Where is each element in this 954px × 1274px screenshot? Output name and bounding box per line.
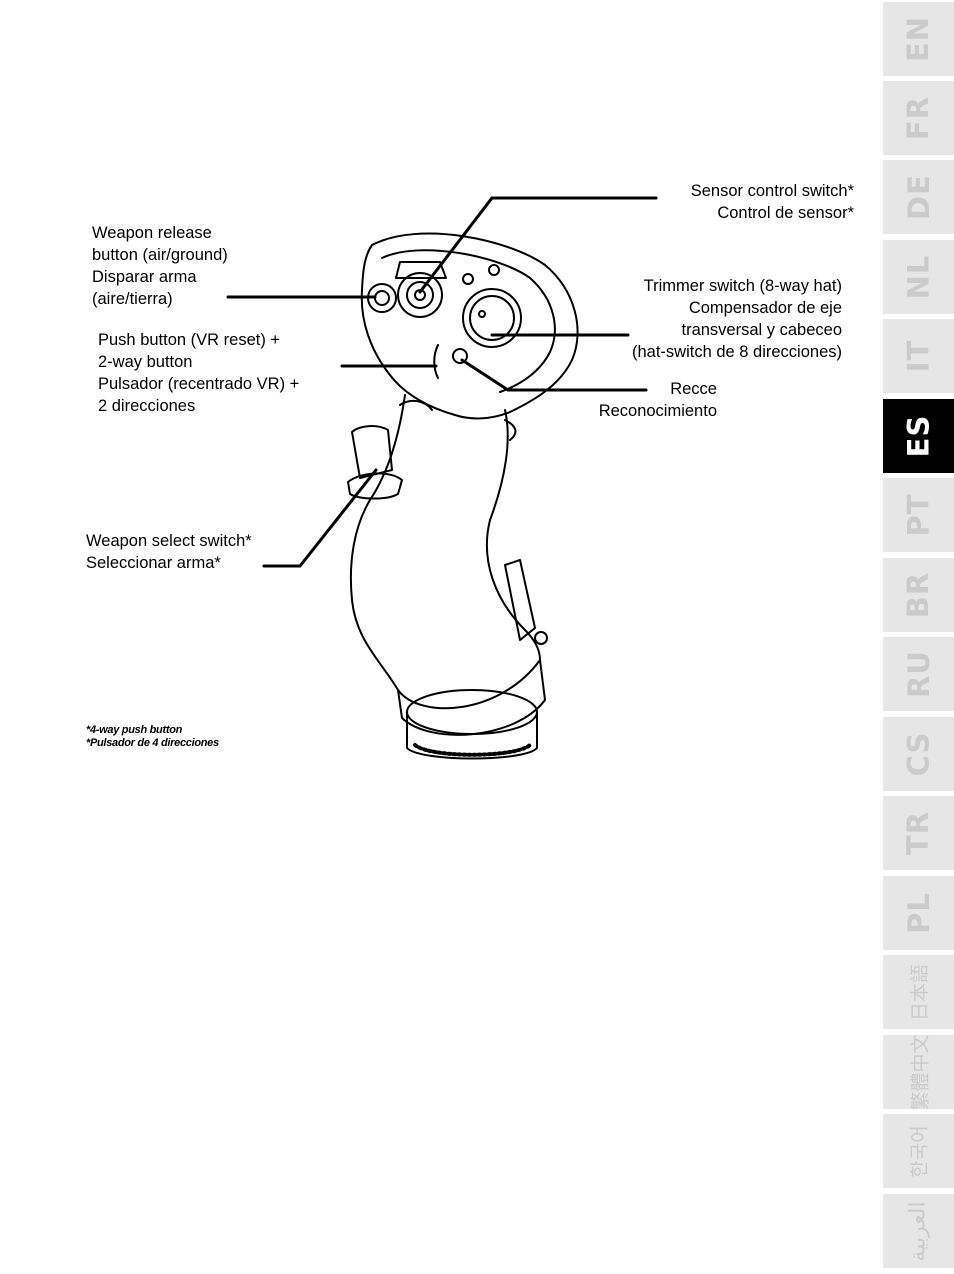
label-weapon-release: Weapon release button (air/ground) Dispa…: [92, 222, 228, 310]
tab-label: BR: [901, 571, 936, 619]
grip-body-left: [349, 394, 406, 691]
tab-label: RU: [901, 650, 936, 698]
leader-recce: [460, 358, 648, 392]
footnote-line: *Pulsador de 4 direcciones: [86, 737, 219, 749]
base-knurl: [413, 743, 532, 757]
grip-head-inner: [381, 249, 556, 393]
label-line: Weapon select switch*: [86, 532, 252, 550]
language-tab-nl[interactable]: NL: [883, 240, 954, 314]
language-tab-zh[interactable]: 繁體中文: [883, 1033, 954, 1111]
language-tab-pt[interactable]: PT: [883, 478, 954, 552]
tab-label: 한국어: [908, 1124, 931, 1178]
label-line: Disparar arma: [92, 268, 197, 286]
label-line: Control de sensor*: [717, 204, 854, 222]
tab-label: 繁體中文: [909, 1033, 932, 1111]
label-recce: Recce Reconocimiento: [599, 378, 717, 422]
language-tab-fr[interactable]: FR: [883, 81, 954, 155]
lever-pivot: [534, 631, 548, 645]
tab-label: العربية: [906, 1200, 931, 1262]
language-tab-tr[interactable]: TR: [883, 796, 954, 870]
label-line: (hat-switch de 8 direcciones): [631, 343, 842, 361]
language-tab-cs[interactable]: CS: [883, 717, 954, 791]
label-line: transversal y cabeceo: [681, 321, 843, 339]
label-line: 2-way button: [98, 353, 193, 371]
label-line: Reconocimiento: [598, 402, 717, 420]
weapon-release-button-inner: [374, 290, 390, 306]
base-ring-top: [406, 689, 538, 735]
tab-label: PT: [901, 493, 936, 537]
tab-label: ES: [901, 414, 936, 458]
sensor-switch-outer: [397, 272, 443, 318]
language-tab-br[interactable]: BR: [883, 558, 954, 632]
footnote-line: *4-way push button: [86, 724, 183, 736]
footnote: *4-way push button *Pulsador de 4 direcc…: [86, 724, 219, 750]
tab-label: TR: [901, 810, 936, 856]
label-line: Trimmer switch (8-way hat): [643, 277, 842, 295]
grip-head-outline: [360, 232, 579, 420]
label-line: Compensador de eje: [688, 299, 842, 317]
grip-body-right: [486, 409, 541, 661]
label-line: Pulsador (recentrado VR) +: [98, 375, 300, 393]
trimmer-hat-inner: [469, 295, 515, 341]
language-tab-strip: EN FR DE NL IT ES PT BR RU CS TR PL 日本語 …: [883, 0, 954, 1274]
label-line: Weapon release: [92, 224, 212, 242]
language-tab-de[interactable]: DE: [883, 160, 954, 234]
recce-button: [452, 348, 468, 364]
label-line: Seleccionar arma*: [86, 554, 221, 572]
push-button: [433, 344, 439, 379]
sensor-switch-mid: [406, 281, 434, 309]
base-ring: [406, 711, 538, 760]
language-tab-en[interactable]: EN: [883, 2, 954, 76]
language-tab-ru[interactable]: RU: [883, 637, 954, 711]
tab-label: CS: [901, 731, 936, 777]
label-weapon-select: Weapon select switch* Seleccionar arma*: [86, 530, 252, 574]
label-line: 2 direcciones: [98, 397, 196, 415]
language-tab-it[interactable]: IT: [883, 319, 954, 393]
pinky-lever: [504, 559, 536, 641]
label-line: Sensor control switch*: [690, 182, 854, 200]
trigger: [504, 419, 517, 441]
weapon-select-switch: [351, 425, 393, 479]
label-line: (aire/tierra): [92, 290, 173, 308]
tab-label: DE: [901, 174, 936, 220]
language-tab-ar[interactable]: العربية: [883, 1194, 954, 1268]
trimmer-hat-outer: [462, 288, 522, 348]
tab-label: IT: [901, 339, 936, 373]
language-tab-es[interactable]: ES: [883, 399, 954, 473]
tab-label: EN: [901, 15, 936, 63]
tab-label: 日本語: [908, 963, 931, 1021]
leader-weapon-select: [262, 468, 378, 568]
language-tab-ko[interactable]: 한국어: [883, 1114, 954, 1188]
label-line: button (air/ground): [92, 246, 228, 264]
label-push-button: Push button (VR reset) + 2-way button Pu…: [98, 329, 299, 417]
label-trimmer: Trimmer switch (8-way hat) Compensador d…: [632, 275, 842, 363]
collar: [397, 659, 546, 736]
label-sensor-control: Sensor control switch* Control de sensor…: [691, 180, 854, 224]
tab-label: NL: [901, 254, 936, 300]
label-line: Push button (VR reset) +: [98, 331, 281, 349]
language-tab-pl[interactable]: PL: [883, 876, 954, 950]
leader-sensor: [418, 196, 658, 294]
tab-label: PL: [901, 892, 936, 934]
label-line: Recce: [670, 380, 717, 398]
language-tab-ja[interactable]: 日本語: [883, 955, 954, 1029]
tab-label: FR: [901, 95, 936, 141]
